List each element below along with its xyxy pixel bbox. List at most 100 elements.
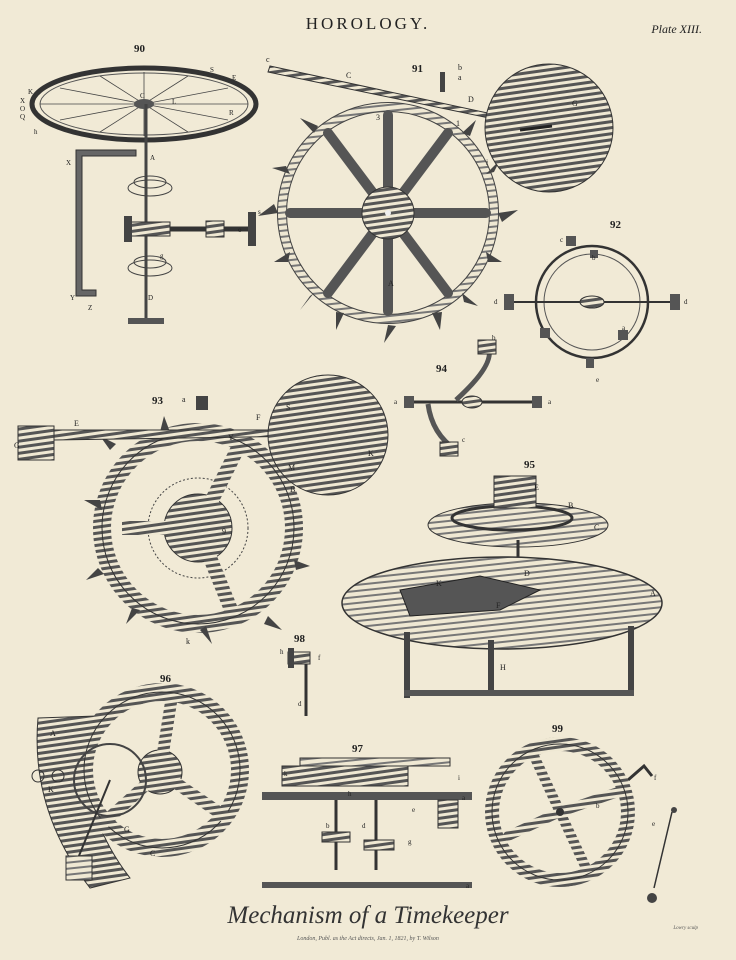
svg-text:C: C [594, 523, 599, 532]
figure-90: KX OQ CL SE Rh XA so YZ Dg [20, 65, 261, 324]
svg-text:X: X [20, 97, 25, 105]
svg-text:a: a [548, 398, 552, 406]
svg-text:A: A [650, 589, 656, 598]
svg-text:R: R [229, 109, 234, 117]
svg-text:e: e [412, 806, 415, 814]
svg-text:a: a [466, 882, 470, 890]
svg-text:F: F [496, 601, 501, 610]
fig-label-94: 94 [436, 363, 448, 375]
svg-text:E: E [74, 419, 79, 428]
plate-caption: Mechanism of a Timekeeper [227, 902, 509, 929]
svg-text:f: f [318, 654, 321, 662]
svg-text:C: C [150, 849, 155, 858]
svg-text:E: E [534, 483, 539, 492]
svg-text:H: H [500, 663, 506, 672]
fig-label-98: 98 [294, 633, 306, 645]
svg-text:b: b [596, 802, 600, 810]
plate-number: Plate XIII. [651, 22, 702, 36]
svg-text:e: e [596, 376, 599, 384]
svg-text:D: D [524, 569, 530, 578]
svg-text:k: k [284, 770, 288, 778]
svg-text:g: g [408, 838, 412, 846]
svg-text:a: a [462, 794, 466, 802]
svg-text:L: L [172, 98, 176, 106]
fig-label-90: 90 [134, 43, 146, 55]
svg-text:B: B [290, 485, 295, 494]
svg-text:h: h [348, 790, 352, 798]
svg-text:a: a [458, 73, 462, 82]
svg-text:b: b [492, 334, 496, 342]
svg-text:3: 3 [376, 113, 380, 122]
svg-text:c: c [560, 236, 563, 244]
svg-text:Y: Y [70, 294, 75, 302]
svg-text:d: d [298, 700, 302, 708]
svg-text:X: X [66, 159, 71, 167]
svg-text:C: C [346, 71, 351, 80]
svg-text:b: b [592, 254, 596, 262]
svg-text:d: d [494, 298, 498, 306]
svg-text:K: K [28, 88, 33, 96]
figure-93: GE Fa SK BM 9k Y [14, 374, 389, 646]
svg-text:h: h [34, 128, 38, 136]
svg-text:M: M [288, 463, 295, 472]
svg-text:e: e [652, 820, 655, 828]
svg-text:A: A [50, 729, 56, 738]
fig-label-95: 95 [524, 459, 536, 471]
svg-text:K: K [48, 785, 54, 794]
fig-label-99: 99 [552, 723, 564, 735]
svg-text:d: d [362, 822, 366, 830]
svg-text:f: f [654, 774, 657, 782]
fig-label-97: 97 [352, 743, 364, 755]
figure-99: b f e [485, 737, 677, 903]
svg-text:9: 9 [222, 527, 226, 536]
svg-text:i: i [458, 774, 460, 782]
svg-text:E: E [232, 74, 236, 82]
svg-text:A: A [150, 154, 155, 162]
figure-95: EB CD AK HF [341, 475, 663, 698]
svg-text:a: a [622, 324, 626, 332]
svg-text:Z: Z [88, 304, 92, 312]
svg-text:h: h [280, 648, 284, 656]
svg-text:s: s [258, 208, 261, 216]
svg-text:b: b [326, 822, 330, 830]
plate-title: HOROLOGY. [305, 14, 431, 33]
figure-94: a a b c [394, 334, 552, 457]
figure-98: h f d [280, 648, 321, 716]
svg-text:a: a [394, 398, 398, 406]
fig-label-92: 92 [610, 219, 622, 231]
publisher-imprint: London, Publ. as the Act directs, Jan. 1… [297, 936, 439, 942]
svg-text:k: k [186, 637, 190, 646]
svg-text:B: B [568, 501, 573, 510]
figure-92: d d b a e c [494, 236, 688, 384]
svg-text:b: b [458, 63, 462, 72]
svg-text:F: F [256, 413, 261, 422]
svg-text:D: D [468, 95, 474, 104]
svg-text:1: 1 [456, 119, 460, 128]
svg-text:Q: Q [20, 113, 25, 121]
svg-text:g: g [160, 252, 164, 260]
svg-text:Y: Y [228, 433, 234, 442]
svg-text:o: o [238, 226, 242, 234]
engraver-credit: Lowry sculp [673, 926, 698, 931]
fig-label-91: 91 [412, 63, 423, 75]
svg-text:c: c [266, 55, 270, 64]
figure-96: A K G C [31, 683, 249, 889]
svg-text:O: O [20, 105, 25, 113]
svg-text:S: S [210, 66, 214, 74]
fig-label-96: 96 [160, 673, 172, 685]
svg-text:C: C [140, 92, 145, 100]
figure-97: k i a e b g d a h [262, 757, 472, 890]
svg-text:d: d [684, 298, 688, 306]
svg-text:A: A [388, 279, 394, 288]
svg-text:a: a [182, 395, 186, 404]
fig-label-93: 93 [152, 395, 164, 407]
svg-text:G: G [124, 825, 130, 834]
svg-text:c: c [462, 436, 465, 444]
svg-text:G: G [572, 99, 578, 108]
svg-text:i: i [486, 158, 489, 167]
svg-text:D: D [148, 294, 153, 302]
svg-text:K: K [368, 449, 374, 458]
